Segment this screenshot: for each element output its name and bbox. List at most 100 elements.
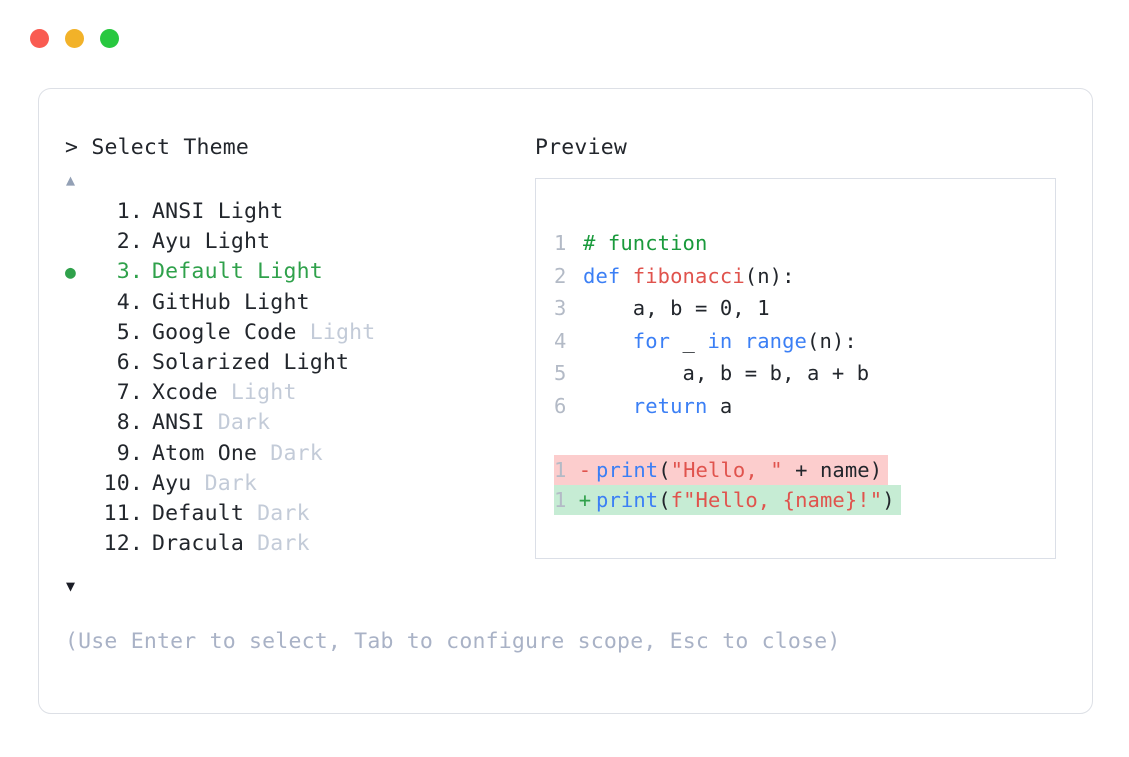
preview-heading: Preview [535, 135, 628, 160]
code-line-number: 5 [554, 361, 567, 386]
theme-item-name: ANSI [152, 410, 218, 436]
code-line-number: 4 [554, 328, 567, 353]
code-line-text: a, b = 0, 1 [574, 292, 770, 325]
code-line-number: 3 [554, 296, 567, 321]
code-line: 3 a, b = 0, 1 [554, 292, 1055, 325]
diff-line-number: 1 [554, 457, 567, 482]
scroll-down-icon[interactable]: ▼ [66, 577, 76, 596]
window-titlebar [30, 29, 119, 48]
theme-item-name: Atom One [152, 440, 271, 466]
theme-item-index: 6. [116, 349, 143, 375]
theme-list-item[interactable]: 7.Xcode Light [65, 378, 535, 408]
theme-selected-bullet-icon [65, 319, 91, 349]
theme-list-item[interactable]: 1.ANSI Light [65, 197, 535, 227]
theme-list-item[interactable]: 2. Ayu Light [65, 227, 535, 257]
theme-item-variant: Light [230, 380, 297, 406]
diff-line-added: 1+print(f"Hello, {name}!") [554, 484, 901, 515]
theme-item-index: 1. [116, 199, 143, 224]
code-token-plain: a [707, 393, 733, 418]
diff-line-text: print(f"Hello, {name}!") [596, 485, 901, 515]
diff-token-keyword: print [596, 457, 659, 482]
theme-selected-bullet-icon [65, 500, 91, 530]
theme-item-index: 8. [116, 410, 143, 436]
theme-item-variant: Dark [257, 531, 310, 557]
diff-token-plain: + name) [782, 457, 883, 482]
code-line-text: def fibonacci(n): [574, 260, 795, 293]
diff-line-removed: 1-print("Hello, " + name) [554, 454, 889, 485]
theme-item-variant: Light [309, 319, 376, 345]
theme-selected-bullet-icon [65, 228, 91, 258]
theme-list-item[interactable]: 4.GitHub Light [65, 288, 535, 318]
diff-token-string: f"Hello, {name}!" [670, 487, 883, 512]
theme-list-item[interactable]: ●3.Default Light [65, 257, 535, 287]
code-token-func: fibonacci [632, 263, 745, 288]
scroll-up-icon[interactable]: ▲ [66, 171, 76, 189]
code-spacer [554, 423, 1055, 455]
page-title [78, 135, 91, 160]
keyboard-hint: (Use Enter to select, Tab to configure s… [65, 629, 841, 654]
theme-list-item[interactable]: 10.Ayu Dark [65, 469, 535, 499]
theme-item-variant: Light [204, 229, 271, 255]
theme-list-column: > Select Theme ▲ 1.ANSI Light 2.Ayu Ligh… [65, 133, 535, 597]
code-token-plain: (n): [807, 328, 857, 353]
theme-item-index: 4. [116, 289, 143, 315]
theme-selected-bullet-icon: ● [65, 262, 77, 284]
theme-item-name: Google Code [152, 319, 310, 345]
diff-token-plain: ) [882, 487, 895, 512]
theme-list-item[interactable]: 6. Solarized Light [65, 348, 535, 378]
theme-selected-bullet-icon [65, 349, 91, 379]
theme-item-variant: Dark [270, 440, 323, 466]
code-line: 5 a, b = b, a + b [554, 357, 1055, 390]
theme-selected-bullet-icon [65, 289, 91, 319]
code-line-text: a, b = b, a + b [574, 357, 870, 390]
theme-item-variant: Dark [204, 470, 258, 496]
diff-sign-removed: - [578, 457, 592, 482]
theme-list-item[interactable]: 12. Dracula Dark [65, 529, 535, 559]
theme-item-variant: Light [283, 349, 350, 375]
theme-item-index: 9. [116, 440, 143, 466]
code-line: 1# function [554, 227, 1055, 260]
code-token-plain: a, b = b, a + b [583, 361, 870, 386]
code-token-plain [583, 394, 633, 418]
code-token-plain: _ [670, 328, 708, 353]
window-minimize-button[interactable] [65, 29, 84, 48]
code-token-keyword: in [707, 328, 733, 353]
theme-list-item[interactable]: 11.Default Dark [65, 499, 535, 529]
theme-item-index: 3. [116, 259, 143, 285]
theme-list-item[interactable]: 8.ANSI Dark [65, 408, 535, 438]
theme-selected-bullet-icon [65, 409, 91, 439]
code-token-comment: # function [583, 231, 708, 255]
code-token-plain [583, 329, 633, 353]
theme-item-index: 11. [103, 500, 143, 526]
window-maximize-button[interactable] [100, 29, 119, 48]
theme-item-variant: Light [257, 259, 323, 285]
diff-sign-added: + [578, 487, 592, 512]
theme-item-name: Default [152, 500, 258, 526]
theme-item-name: Ayu [152, 229, 205, 255]
code-line-text: # function [574, 227, 707, 260]
diff-block: 1-print("Hello, " + name)1+print(f"Hello… [554, 454, 1055, 515]
theme-selected-bullet-icon [65, 530, 91, 560]
theme-item-index: 10. [103, 470, 143, 496]
theme-item-name: Xcode [152, 380, 231, 406]
theme-list-item[interactable]: 5.Google Code Light [65, 318, 535, 348]
code-line-number: 2 [554, 263, 567, 288]
theme-item-index: 12. [103, 531, 143, 557]
diff-line-text: print("Hello, " + name) [596, 455, 888, 485]
theme-item-index: 2. [116, 229, 143, 255]
theme-item-name: Solarized [152, 349, 284, 375]
diff-token-keyword: print [596, 487, 659, 512]
theme-list: 1.ANSI Light 2.Ayu Light●3.Default Light… [65, 197, 535, 559]
window-close-button[interactable] [30, 29, 49, 48]
theme-list-item[interactable]: 9. Atom One Dark [65, 439, 535, 469]
code-token-keyword: def [583, 263, 633, 288]
code-token-plain: (n): [744, 263, 795, 288]
theme-item-name: Dracula [152, 531, 258, 557]
theme-selector-card: > Select Theme ▲ 1.ANSI Light 2.Ayu Ligh… [38, 88, 1093, 714]
diff-token-string: "Hello, " [670, 457, 783, 482]
theme-item-variant: Light [217, 199, 284, 224]
diff-token-plain: ( [658, 487, 671, 512]
